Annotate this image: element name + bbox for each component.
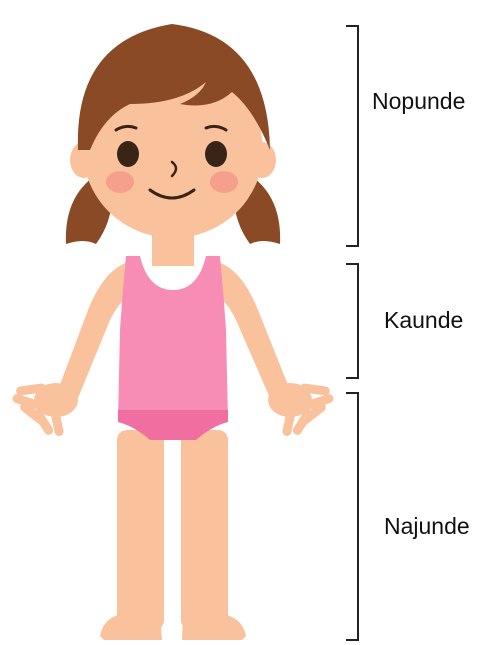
bottom-bracket (346, 393, 358, 640)
label-bottom-section: Najunde (384, 513, 470, 540)
label-middle-section: Kaunde (384, 307, 463, 334)
label-top-section: Nopunde (372, 88, 465, 115)
middle-bracket (346, 264, 358, 378)
top-bracket (346, 26, 358, 246)
